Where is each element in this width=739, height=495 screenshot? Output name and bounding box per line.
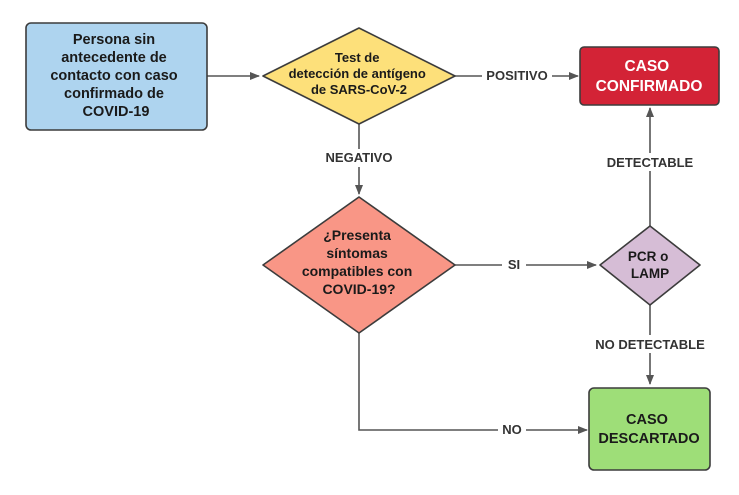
svg-text:¿Presenta síntomas: ¿Presenta síntomas compatibles con COVID…	[302, 227, 416, 297]
pcr-line: PCR o	[628, 249, 669, 264]
test-line: Test de	[335, 50, 380, 65]
label-no-detectable: NO DETECTABLE	[595, 337, 705, 352]
label-no: NO	[502, 422, 522, 437]
svg-text:CASO CONFIRMADO: CASO CONFIRMADO	[596, 58, 703, 95]
label-detectable: DETECTABLE	[607, 155, 694, 170]
discarded-line: CASO	[626, 412, 668, 428]
test-line: de SARS-CoV-2	[311, 82, 407, 97]
edge-labels: POSITIVO NEGATIVO SI NO DETECTABLE NO DE…	[318, 66, 712, 439]
node-start: Persona sin antecedente de contacto con …	[25, 22, 208, 131]
node-pcr-lamp: PCR o LAMP	[599, 225, 701, 306]
svg-text:Persona sin antecedente: Persona sin antecedente de contacto con …	[50, 32, 181, 120]
test-line: detección de antígeno	[289, 66, 426, 81]
confirmed-line: CASO	[624, 58, 669, 75]
label-positivo: POSITIVO	[486, 68, 547, 83]
start-line: antecedente de	[61, 50, 167, 66]
start-line: contacto con caso	[50, 68, 177, 84]
label-si: SI	[508, 257, 520, 272]
discarded-line: DESCARTADO	[598, 431, 699, 447]
node-caso-confirmado: CASO CONFIRMADO	[579, 46, 720, 106]
pcr-line: LAMP	[631, 266, 669, 281]
start-line: COVID-19	[83, 104, 150, 120]
symptoms-line: síntomas	[326, 245, 388, 261]
confirmed-line: CONFIRMADO	[596, 78, 703, 95]
node-caso-descartado: CASO DESCARTADO	[588, 387, 711, 471]
node-antigen-test: Test de detección de antígeno de SARS-Co…	[262, 27, 456, 125]
edge-symptoms-to-discarded	[358, 333, 588, 434]
svg-text:Test de detección de ant: Test de detección de antígeno de SARS-Co…	[289, 50, 430, 97]
symptoms-line: ¿Presenta	[323, 227, 391, 243]
node-symptoms: ¿Presenta síntomas compatibles con COVID…	[262, 196, 456, 334]
start-line: Persona sin	[73, 32, 155, 48]
start-line: confirmado de	[64, 86, 164, 102]
symptoms-line: compatibles con	[302, 263, 412, 279]
svg-text:CASO DESCARTADO: CASO DESCARTADO	[598, 412, 699, 447]
svg-text:PCR o LAMP: PCR o LAMP	[628, 249, 672, 281]
label-negativo: NEGATIVO	[326, 150, 393, 165]
symptoms-line: COVID-19?	[322, 281, 395, 297]
